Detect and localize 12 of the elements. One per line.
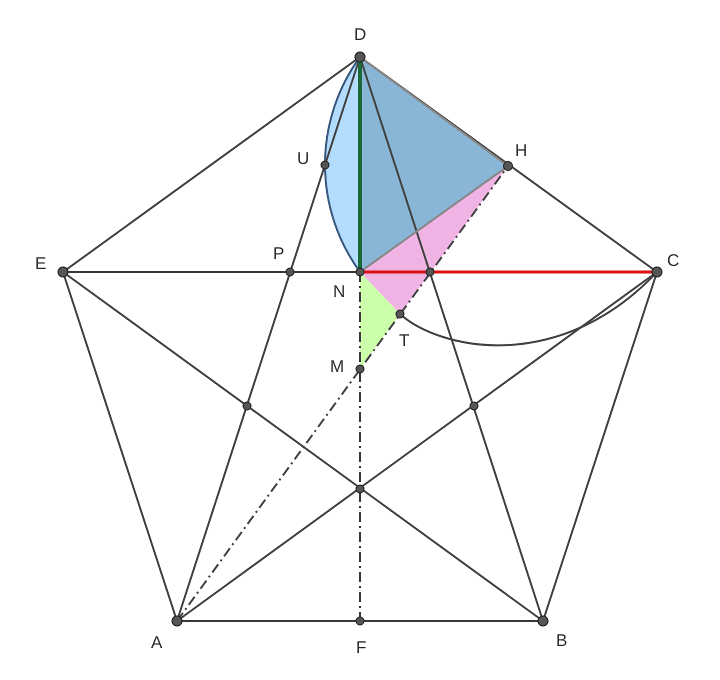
point-label: F [356, 639, 366, 656]
point-label: C [667, 252, 680, 269]
point-label: D [354, 26, 366, 43]
point-label: N [333, 283, 346, 300]
point-label: T [399, 332, 410, 349]
point-label: A [151, 634, 162, 651]
point-label: B [556, 632, 568, 649]
point-label: E [35, 255, 46, 272]
point-label: U [297, 150, 310, 167]
point-label: P [273, 245, 284, 262]
point-label: M [330, 358, 344, 375]
point-label: H [515, 142, 528, 159]
